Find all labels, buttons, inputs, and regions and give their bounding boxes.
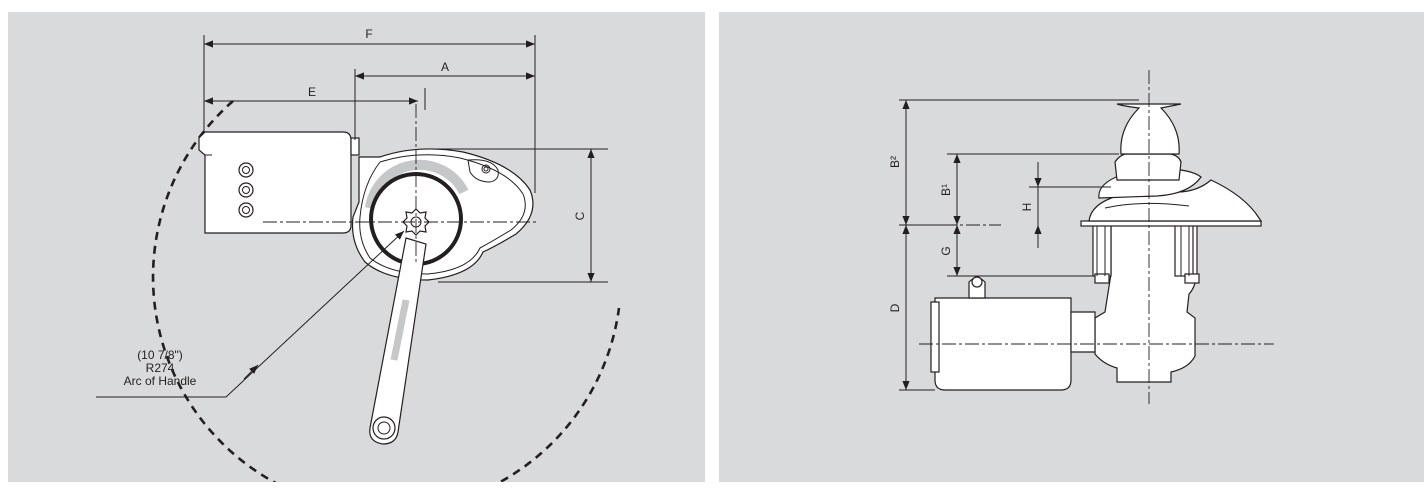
top-view-panel: F A E C (10 7/8") R274 Arc of Handle: [8, 12, 705, 482]
side-view-drawing: B² B¹ H G D: [888, 70, 1274, 404]
arc-note-inches: (10 7/8"): [137, 348, 183, 362]
arc-note-caption: Arc of Handle: [124, 374, 197, 388]
dim-label-B2: B²: [888, 156, 902, 168]
handle-arc: [151, 100, 621, 482]
arc-note-radius: R274: [146, 361, 175, 375]
dim-label-B1: B¹: [939, 184, 953, 196]
dim-label-E: E: [308, 85, 316, 99]
dim-label-D: D: [888, 303, 902, 312]
dim-label-A: A: [441, 60, 449, 74]
crank-handle: [369, 237, 427, 445]
dim-label-C: C: [573, 211, 587, 220]
top-view-drawing: F A E C (10 7/8") R274 Arc of Handle: [96, 27, 621, 482]
dim-label-G: G: [939, 246, 953, 255]
winch-column: [1092, 223, 1200, 383]
deck-plate: [1080, 220, 1262, 227]
dim-label-F: F: [365, 27, 372, 41]
arc-leader: [96, 230, 405, 398]
dim-label-H: H: [1020, 203, 1034, 212]
gypsy-drum: [1088, 103, 1263, 222]
side-view-panel: B² B¹ H G D: [719, 12, 1424, 482]
gearbox-housing: [351, 148, 534, 281]
motor-body: [930, 276, 1096, 391]
motor-body: [198, 131, 360, 234]
